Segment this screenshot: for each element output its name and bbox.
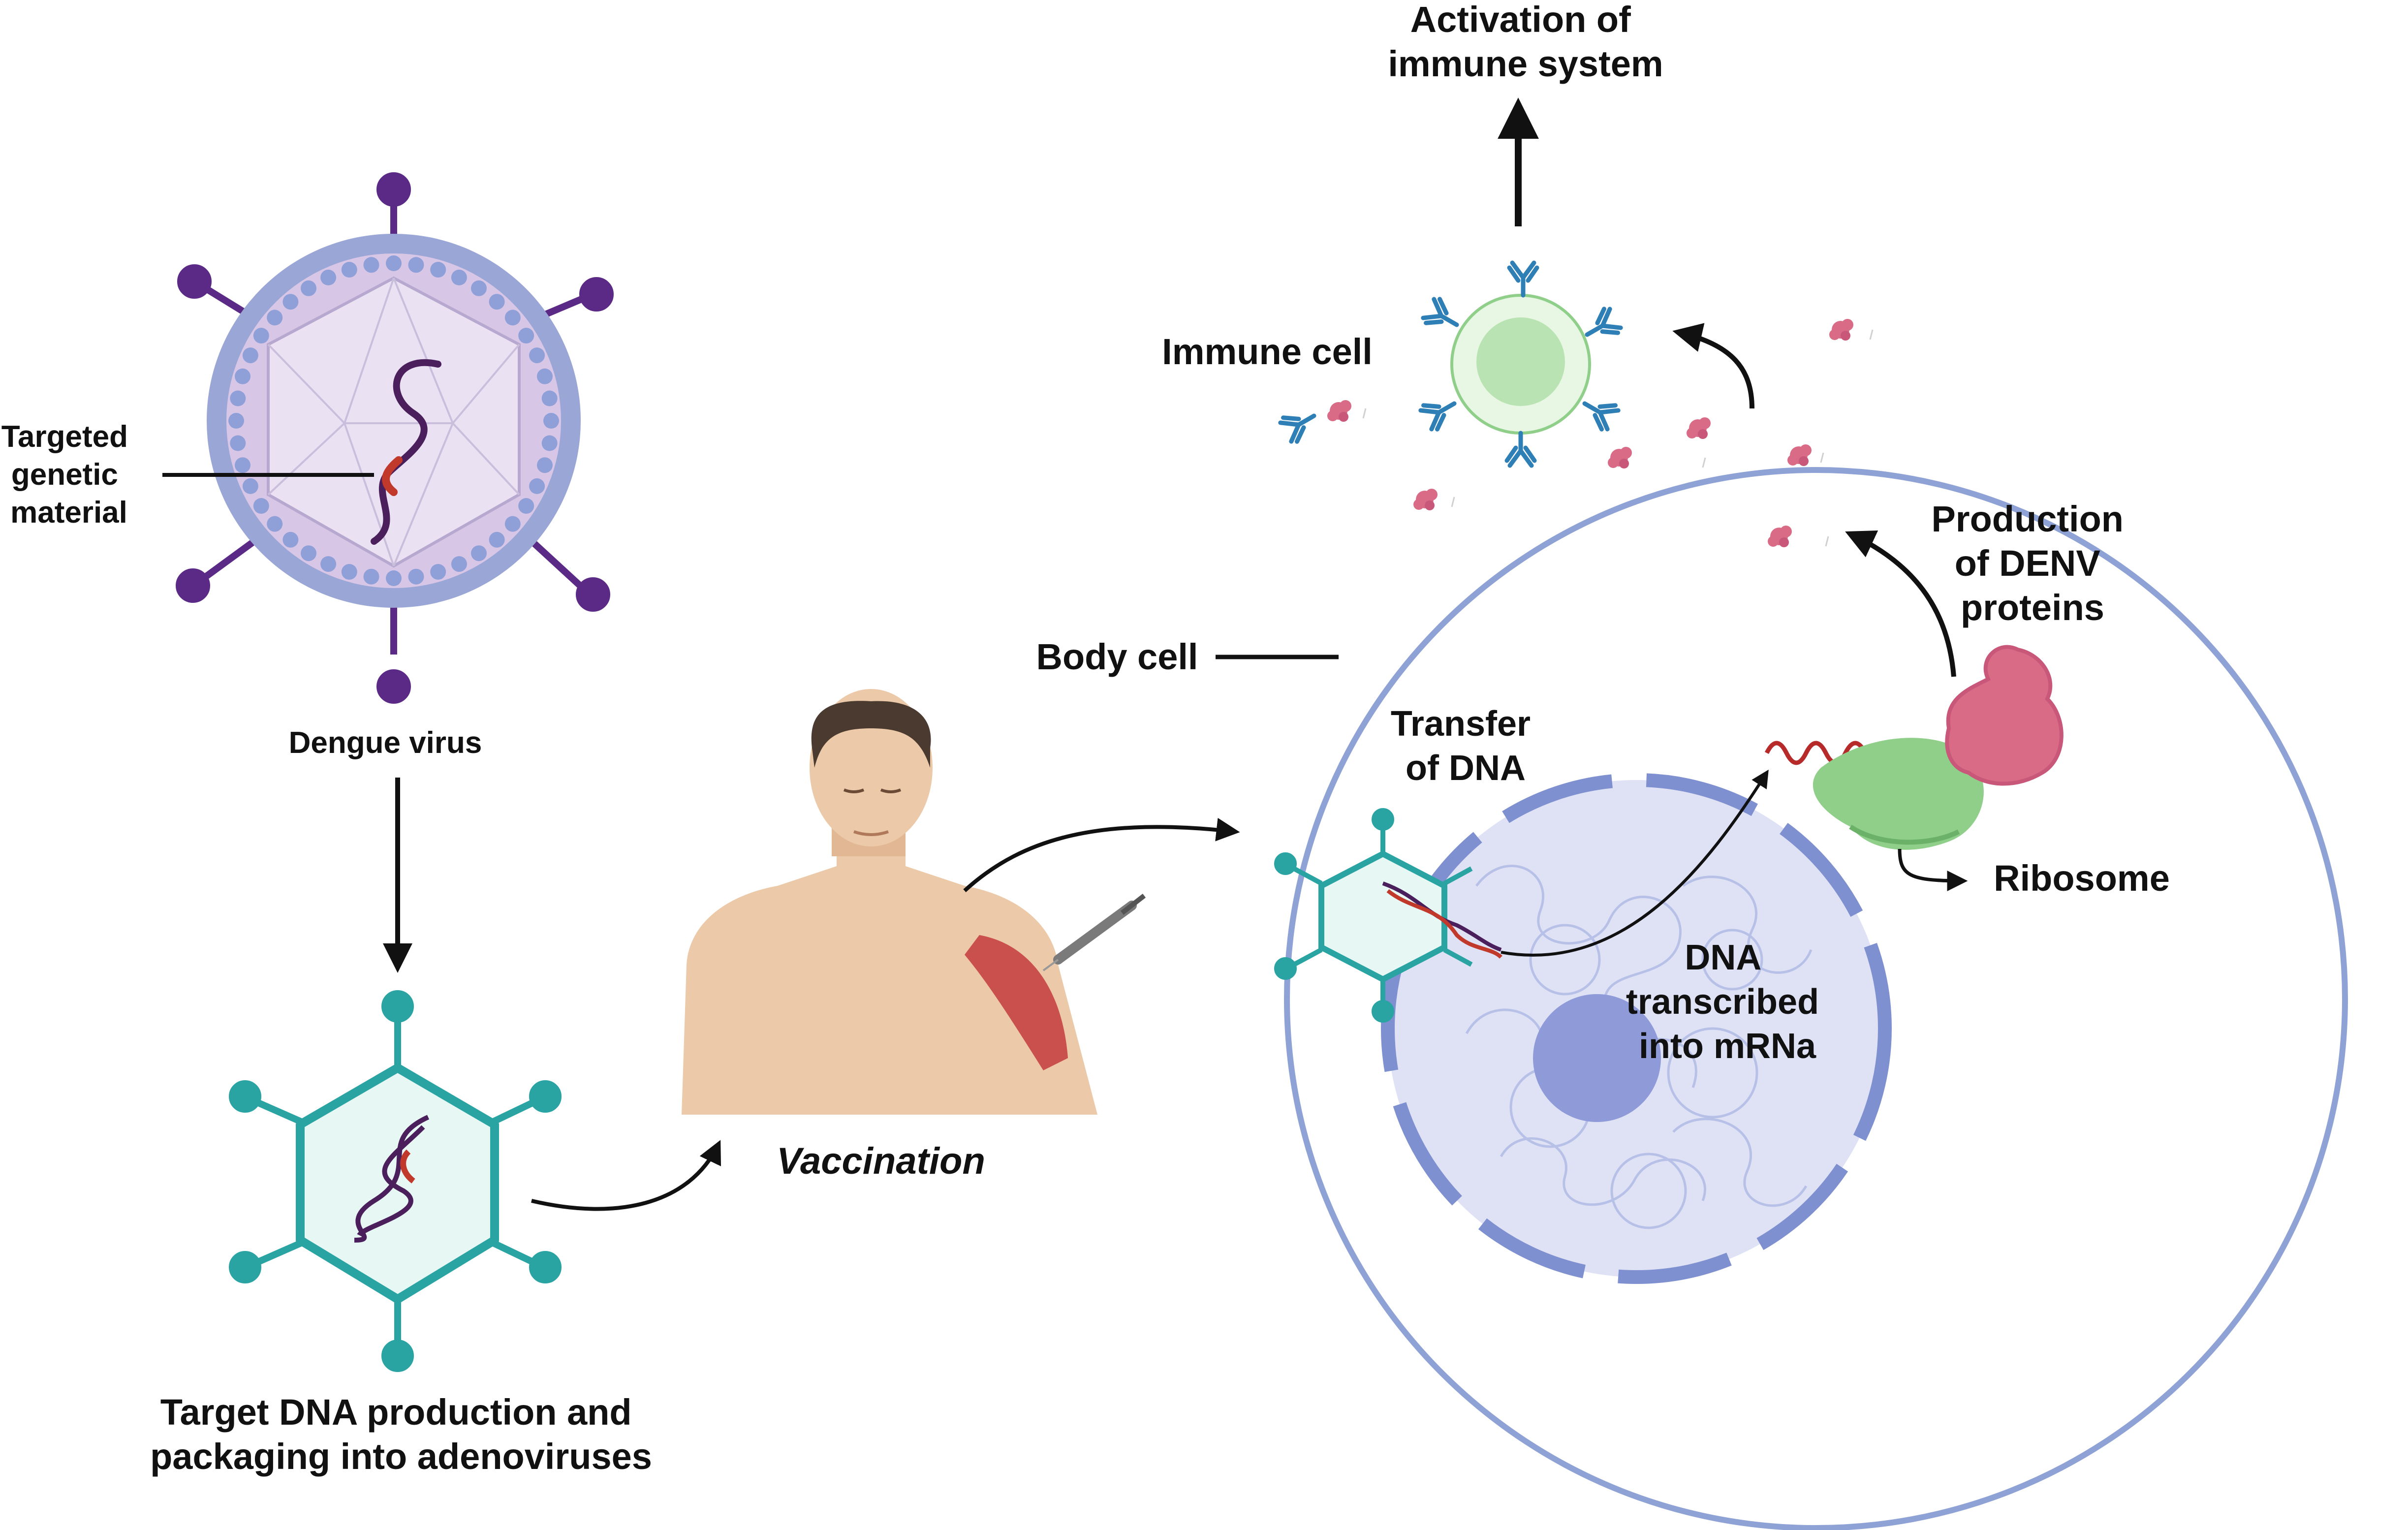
virus-envelope-dot (386, 255, 402, 271)
virus-envelope-dot (541, 435, 558, 451)
virus-envelope-dot (235, 368, 250, 384)
virus-envelope-dot (471, 545, 487, 562)
virus-envelope-dot (320, 556, 337, 572)
virus-envelope-dot (301, 545, 316, 562)
protein-icon (1945, 645, 2064, 786)
adenovirus-icon (229, 990, 562, 1372)
virus-envelope-dot (518, 498, 534, 514)
virus-envelope-dot (230, 435, 246, 451)
virus-envelope-dot (301, 280, 316, 296)
virus-envelope-dot (537, 368, 553, 384)
virus-envelope-dot (541, 390, 558, 406)
virus-envelope-dot (242, 347, 258, 364)
virus-envelope-dot (471, 280, 487, 296)
virus-envelope-dot (451, 556, 467, 572)
dengue-virus-label: Dengue virus (289, 726, 482, 760)
immune-cell-label: Immune cell (1162, 331, 1373, 372)
virus-envelope-dot (230, 390, 246, 406)
virus-envelope-dot (529, 347, 545, 364)
virus-envelope-dot (267, 516, 283, 532)
protein-to-immune-arrow (1672, 323, 1754, 409)
vaccination-label: Vaccination (777, 1140, 985, 1182)
immune-cell-icon (1450, 294, 1591, 435)
virus-envelope-dot (253, 328, 269, 343)
dna-transcribed-label: DNA transcribed into mRNa (1626, 938, 1829, 1066)
virus-envelope-dot (320, 269, 337, 285)
targeted-genetic-material-label: Targeted genetic material (1, 420, 136, 530)
protein-production-arrow (1845, 531, 1956, 677)
virus-envelope-dot (529, 478, 545, 494)
syringe-icon (1042, 894, 1146, 971)
virus-envelope-dot (341, 564, 357, 580)
transfer-dna-label: Transfer of DNA (1391, 704, 1540, 788)
virus-envelope-dot (489, 294, 505, 310)
virus-envelope-dot (489, 531, 505, 548)
virus-envelope-dot (235, 457, 250, 473)
virus-envelope-dot (267, 310, 283, 326)
virus-envelope-dot (253, 498, 269, 514)
virus-envelope-dot (228, 413, 244, 429)
virus-envelope-dot (543, 413, 559, 429)
virus-envelope-dot (430, 262, 446, 278)
ribosome-icon (1813, 738, 1984, 850)
adenovirus-entering-icon (1274, 808, 1502, 1023)
virus-envelope-dot (282, 294, 299, 310)
virus-envelope-dot (408, 257, 424, 273)
virus-envelope-dot (242, 478, 258, 494)
vaccination-to-cell-arrow (963, 817, 1240, 892)
virus-envelope-dot (408, 568, 424, 585)
virus-envelope-dot (430, 564, 446, 580)
virus-envelope-dot (386, 570, 402, 586)
virus-envelope-dot (363, 568, 379, 585)
target-dna-label: Target DNA production and packaging into… (150, 1392, 652, 1477)
ribosome-label: Ribosome (1994, 858, 2170, 899)
virus-envelope-dot (451, 269, 467, 285)
denv-proteins (1327, 319, 1874, 547)
transcription-arrow (1501, 769, 1769, 957)
virus-envelope-dot (518, 328, 534, 343)
virus-envelope-dot (504, 310, 521, 326)
virus-envelope-dot (504, 516, 521, 532)
activation-label: Activation of immune system (1388, 0, 1663, 84)
human-torso-icon (682, 689, 1097, 1115)
production-label: Production of DENV proteins (1931, 499, 2133, 628)
body-cell-label: Body cell (1036, 636, 1198, 677)
virus-envelope-dot (537, 457, 553, 473)
ribosome-pointer (1898, 848, 1968, 891)
adeno-to-vaccination-arrow (531, 1140, 721, 1211)
virus-envelope-dot (282, 531, 299, 548)
virus-envelope-dot (363, 257, 379, 273)
nucleus-icon (1381, 773, 1892, 1284)
dengue-virus-icon (176, 172, 614, 704)
virus-envelope-dot (341, 262, 357, 278)
